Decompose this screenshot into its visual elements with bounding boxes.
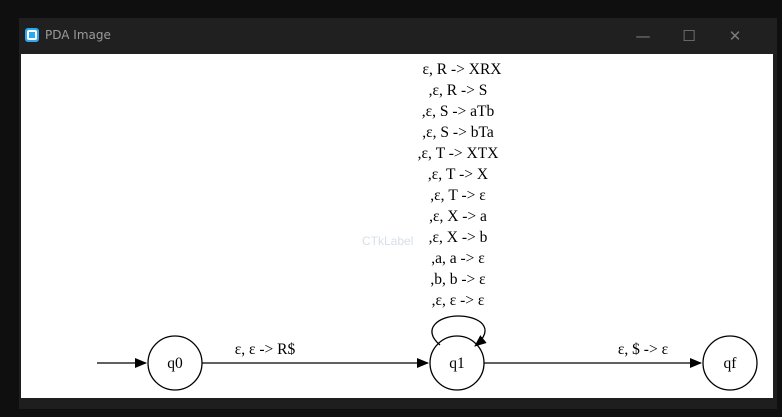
self-loop-q1 bbox=[431, 315, 487, 347]
loop-label-2: ,ε, R -> S bbox=[429, 82, 488, 99]
state-qf-label: qf bbox=[724, 355, 738, 372]
state-q0-label: q0 bbox=[167, 355, 183, 372]
self-loop-label-stack: ε, R -> XRX ,ε, R -> S ,ε, S -> aTb ,ε, … bbox=[418, 61, 502, 309]
loop-label-5: ,ε, T -> XTX bbox=[418, 145, 499, 162]
loop-label-6: ,ε, T -> X bbox=[428, 166, 488, 183]
maximize-button[interactable]: ☐ bbox=[682, 27, 696, 45]
transition-q0-q1-label: ε, ε -> R$ bbox=[235, 341, 296, 358]
loop-label-11: ,b, b -> ε bbox=[430, 271, 486, 288]
pda-diagram-canvas: CTkLabel q0 q1 qf bbox=[21, 54, 773, 398]
loop-label-8: ,ε, X -> a bbox=[429, 208, 487, 225]
loop-label-9: ,ε, X -> b bbox=[429, 229, 488, 246]
minimize-button[interactable]: — bbox=[635, 27, 651, 45]
app-icon bbox=[25, 28, 39, 42]
title-bar[interactable]: PDA Image — ☐ ✕ bbox=[19, 18, 777, 54]
ctk-label-placeholder: CTkLabel bbox=[362, 234, 414, 248]
loop-label-7: ,ε, T -> ε bbox=[430, 187, 486, 204]
loop-label-3: ,ε, S -> aTb bbox=[422, 103, 495, 120]
state-qf: qf bbox=[702, 335, 758, 391]
loop-label-4: ,ε, S -> bTa bbox=[422, 124, 494, 141]
loop-label-10: ,a, a -> ε bbox=[431, 250, 485, 267]
state-q1-label: q1 bbox=[449, 355, 465, 372]
loop-label-12: ,ε, ε -> ε bbox=[432, 292, 485, 309]
pda-image-window: PDA Image — ☐ ✕ CTkLabel q0 q1 bbox=[19, 18, 777, 409]
close-button[interactable]: ✕ bbox=[728, 27, 742, 45]
loop-label-1: ε, R -> XRX bbox=[423, 61, 502, 78]
pda-diagram: q0 q1 qf ε, ε -> R$ ε, $ -> ε ε, R -> XR… bbox=[97, 61, 758, 391]
window-title: PDA Image bbox=[45, 28, 111, 42]
state-q0: q0 bbox=[147, 335, 203, 391]
transition-q1-qf-label: ε, $ -> ε bbox=[618, 341, 669, 358]
